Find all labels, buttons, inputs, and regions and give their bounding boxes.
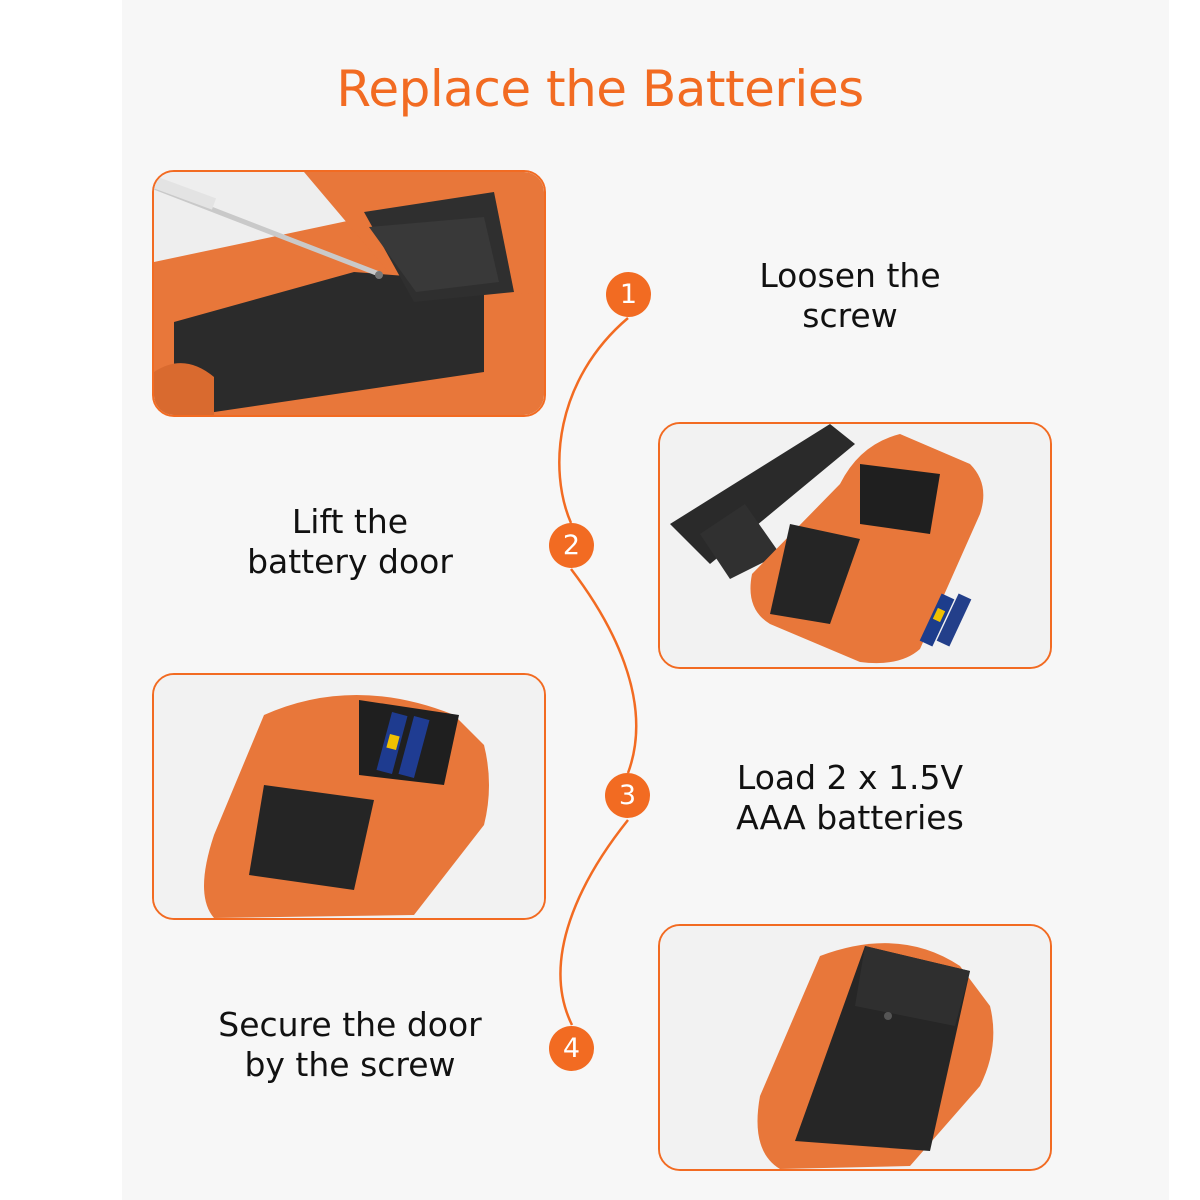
step-3-badge: 3 bbox=[605, 773, 650, 818]
page-title: Replace the Batteries bbox=[336, 60, 864, 118]
step-1-badge: 1 bbox=[606, 272, 651, 317]
step-3-photo bbox=[152, 673, 546, 920]
step-2-photo bbox=[658, 422, 1052, 669]
step-2-badge: 2 bbox=[549, 523, 594, 568]
step-1-photo bbox=[152, 170, 546, 417]
step-4-photo bbox=[658, 924, 1052, 1171]
step-4-badge: 4 bbox=[549, 1026, 594, 1071]
